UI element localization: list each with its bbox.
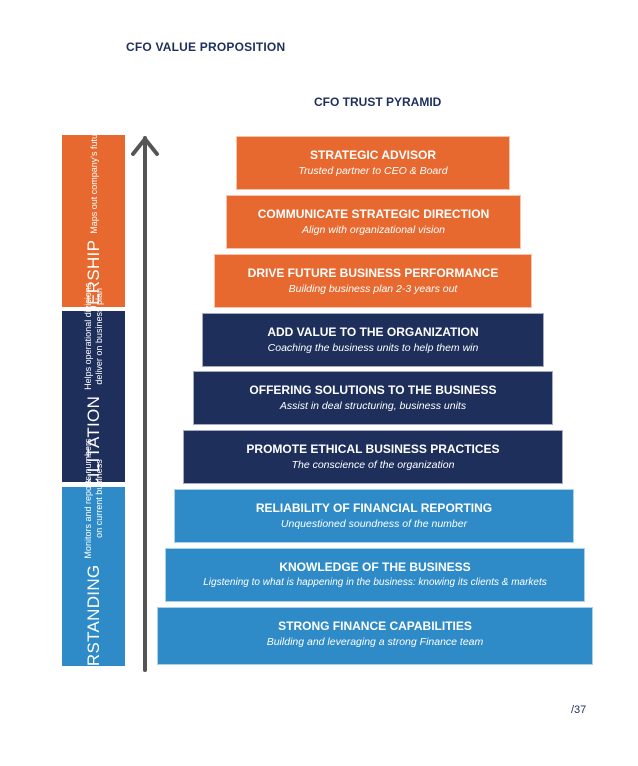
facilitation-desc-line: deliver on business plan	[93, 287, 104, 385]
tier-title: KNOWLEDGE OF THE BUSINESS	[279, 560, 471, 574]
leadership-description: Maps out company's future strategy	[88, 92, 99, 234]
pyramid-tier: DRIVE FUTURE BUSINESS PERFORMANCE Buildi…	[214, 254, 532, 308]
leadership-desc-line: Maps out company's future strategy	[88, 91, 98, 234]
pyramid-tier: KNOWLEDGE OF THE BUSINESS Ligstening to …	[165, 548, 585, 602]
understanding-title: UNDERSTANDING	[83, 564, 103, 715]
tier-subtitle: Building and leveraging a strong Finance…	[266, 636, 484, 648]
page-header: CFO VALUE PROPOSITION	[126, 40, 286, 54]
pyramid-tier: PROMOTE ETHICAL BUSINESS PRACTICES The c…	[183, 430, 563, 484]
tier-title: RELIABILITY OF FINANCIAL REPORTING	[255, 501, 493, 515]
tier-subtitle: The conscience of the organization	[291, 459, 455, 471]
tier-title: DRIVE FUTURE BUSINESS PERFORMANCE	[247, 266, 499, 280]
tier-title: OFFERING SOLUTIONS TO THE BUSINESS	[249, 383, 497, 397]
tier-title: PROMOTE ETHICAL BUSINESS PRACTICES	[246, 442, 500, 456]
pyramid-title: CFO TRUST PYRAMID	[314, 95, 442, 109]
pyramid-tier: COMMUNICATE STRATEGIC DIRECTION Align wi…	[226, 195, 521, 249]
understanding-description: Monitors and reports numbers on current …	[83, 438, 105, 558]
tier-subtitle: Coaching the business units to help them…	[267, 342, 479, 354]
understanding-desc-line: Monitors and reports numbers	[82, 438, 93, 559]
pyramid-tier: RELIABILITY OF FINANCIAL REPORTING Unque…	[174, 489, 574, 543]
tier-title: COMMUNICATE STRATEGIC DIRECTION	[257, 207, 490, 221]
pyramid-tier: STRONG FINANCE CAPABILITIES Building and…	[157, 607, 593, 665]
tier-title: ADD VALUE TO THE ORGANIZATION	[267, 325, 479, 339]
page-number: /37	[571, 704, 587, 716]
tier-subtitle: Trusted partner to CEO & Board	[298, 165, 448, 177]
understanding-desc-line: on current business	[93, 458, 104, 538]
tier-subtitle: Assist in deal structuring, business uni…	[279, 400, 467, 412]
tier-subtitle: Unquestioned soundness of the number	[280, 518, 468, 530]
tier-title: STRATEGIC ADVISOR	[309, 148, 436, 162]
tier-subtitle: Building business plan 2-3 years out	[288, 283, 458, 295]
tier-title: STRONG FINANCE CAPABILITIES	[278, 619, 472, 633]
pyramid-tier: OFFERING SOLUTIONS TO THE BUSINESS Assis…	[193, 371, 553, 425]
facilitation-desc-line: Helps operational divisions	[82, 282, 93, 390]
arrow-up-icon	[131, 136, 159, 672]
pyramid-tier: STRATEGIC ADVISOR Trusted partner to CEO…	[236, 136, 510, 190]
leadership-block: LEADERSHIP Maps out company's future str…	[62, 92, 125, 351]
pyramid-tier: ADD VALUE TO THE ORGANIZATION Coaching t…	[202, 313, 544, 367]
facilitation-block: FACILITATION Helps operational divisions…	[62, 282, 125, 511]
facilitation-description: Helps operational divisions deliver on b…	[83, 282, 105, 389]
tier-subtitle: Ligstening to what is happening in the b…	[203, 577, 547, 588]
understanding-block: UNDERSTANDING Monitors and reports numbe…	[62, 438, 125, 715]
tier-subtitle: Align with organizational vision	[302, 224, 445, 236]
